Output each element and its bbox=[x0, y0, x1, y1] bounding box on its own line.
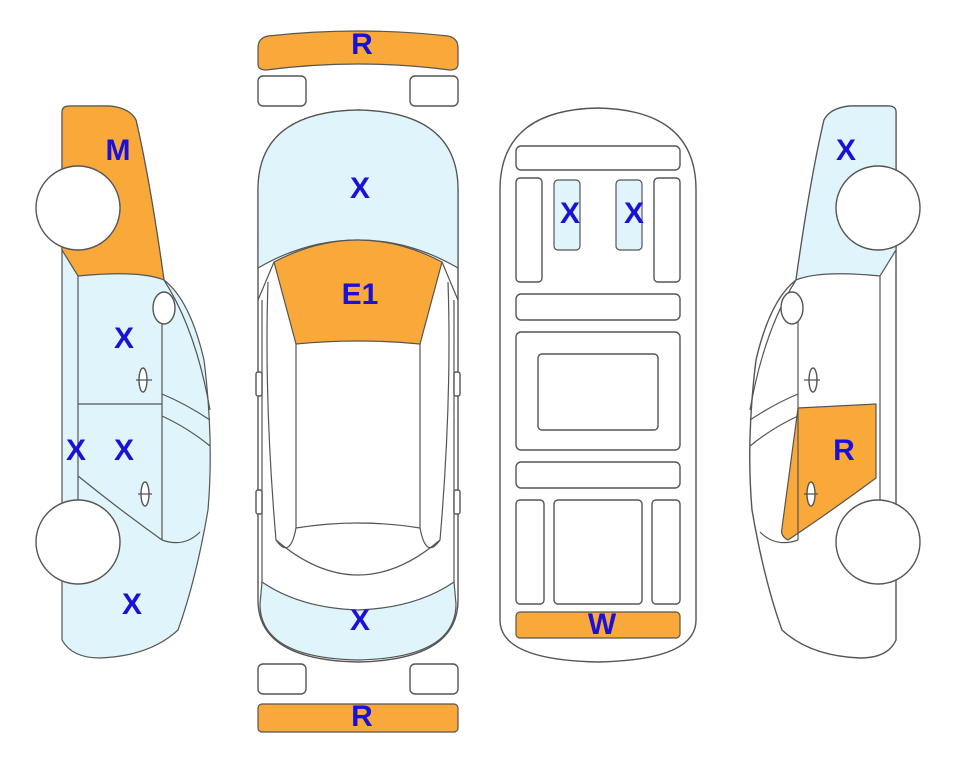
underbody-right-rail-label: X bbox=[624, 197, 644, 230]
front-left-headlight bbox=[257, 75, 307, 107]
right-rear-wheel bbox=[835, 499, 921, 585]
underbody-left-rail-label: X bbox=[560, 197, 580, 230]
top-view: R X E1 X R bbox=[255, 28, 461, 733]
front-right-headlight bbox=[409, 75, 459, 107]
underbody-rear-panel[interactable] bbox=[515, 611, 681, 639]
trunk-lid-label: X bbox=[350, 604, 370, 637]
front-bumper-panel[interactable] bbox=[257, 30, 459, 71]
left-rear-door-label: X bbox=[114, 434, 134, 467]
left-front-wheel bbox=[35, 165, 121, 251]
rear-bumper-panel[interactable] bbox=[257, 703, 459, 733]
left-front-door-label: X bbox=[114, 322, 134, 355]
underbody-right-rail[interactable] bbox=[615, 179, 643, 251]
trunk-lid-panel[interactable] bbox=[259, 580, 457, 661]
hood-label: X bbox=[350, 172, 370, 205]
underbody-view: X X W bbox=[499, 107, 697, 663]
right-rear-door-panel[interactable] bbox=[781, 403, 877, 541]
underbody-rear-label: W bbox=[588, 608, 617, 641]
rear-left-taillight bbox=[257, 663, 307, 695]
right-rear-door-label: R bbox=[833, 434, 855, 467]
windshield-label: E1 bbox=[342, 278, 379, 311]
left-side-view: M X X X X bbox=[35, 105, 211, 659]
rear-right-taillight bbox=[409, 663, 459, 695]
right-front-fender-label: X bbox=[836, 134, 856, 167]
rear-bumper-label: R bbox=[351, 700, 373, 733]
left-quarter-panel-label: X bbox=[122, 588, 142, 621]
right-side-view: X R bbox=[749, 105, 921, 659]
underbody-left-rail[interactable] bbox=[553, 179, 581, 251]
windshield-panel[interactable] bbox=[273, 239, 443, 345]
right-front-wheel bbox=[835, 165, 921, 251]
left-front-fender-label: M bbox=[106, 134, 131, 167]
left-rear-wheel bbox=[35, 499, 121, 585]
front-bumper-label: R bbox=[351, 28, 373, 61]
left-rocker-label: X bbox=[66, 434, 86, 467]
